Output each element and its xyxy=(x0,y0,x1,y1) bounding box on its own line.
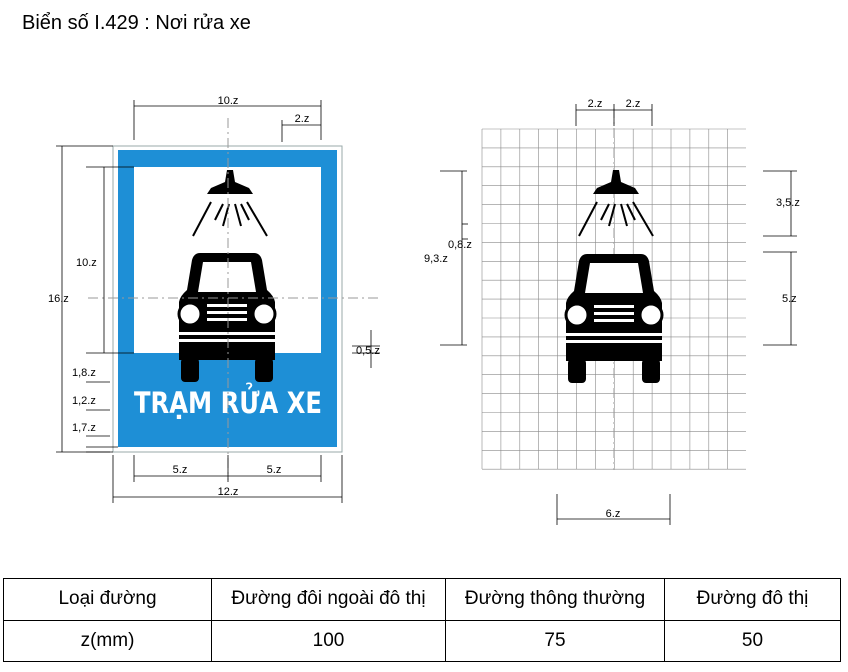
dim-top-right: 2.z xyxy=(626,98,641,110)
table-header-cell: Loại đường xyxy=(3,578,212,621)
dim-lamp-height: 3,5.z xyxy=(776,197,800,209)
dim-gap-small: 0,5.z xyxy=(356,345,380,357)
z-table: Loại đường Đường đôi ngoài đô thị Đường … xyxy=(3,578,841,662)
table-cell: 50 xyxy=(664,619,841,662)
dim-band1: 1,8.z xyxy=(72,367,96,379)
table-header-cell: Đường đôi ngoài đô thị xyxy=(211,578,446,621)
table-row: z(mm) 100 75 50 xyxy=(3,619,841,662)
dim-top-margin: 2.z xyxy=(295,113,310,125)
table-row: Loại đường Đường đôi ngoài đô thị Đường … xyxy=(3,578,841,621)
dim-total-height: 9,3.z xyxy=(424,253,448,265)
dim-bottom-right: 5.z xyxy=(267,464,282,476)
dim-band3: 1,7.z xyxy=(72,422,96,434)
table-cell: 100 xyxy=(211,619,446,662)
table-cell: z(mm) xyxy=(3,619,212,662)
table-cell: 75 xyxy=(445,619,665,662)
dim-light-gap: 0,8.z xyxy=(448,239,472,251)
dim-outer-height: 16.z xyxy=(48,293,69,305)
table-header-cell: Đường thông thường xyxy=(445,578,665,621)
dim-car-width: 6.z xyxy=(606,508,621,520)
dim-bottom-left: 5.z xyxy=(173,464,188,476)
page-title: Biển số I.429 : Nơi rửa xe xyxy=(22,12,251,34)
dim-pict-height: 10.z xyxy=(76,257,97,269)
sign-drawing: TRẠM RỬA XE xyxy=(48,95,800,525)
dim-car-height: 5.z xyxy=(782,293,797,305)
table-header-cell: Đường đô thị xyxy=(664,578,841,621)
dim-bottom-total: 12.z xyxy=(218,486,239,498)
dim-band2: 1,2.z xyxy=(72,395,96,407)
dim-top-width: 10.z xyxy=(218,95,239,107)
dim-top-left: 2.z xyxy=(588,98,603,110)
grid-lamp-icon xyxy=(578,169,654,237)
